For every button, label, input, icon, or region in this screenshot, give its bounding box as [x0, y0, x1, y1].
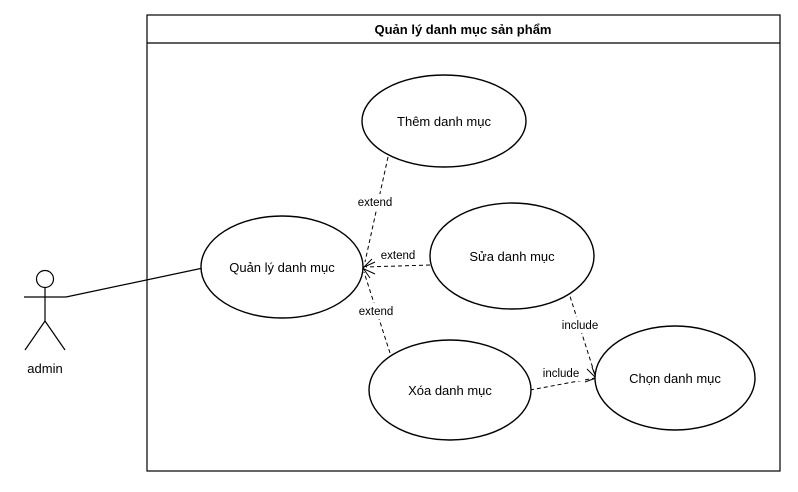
delete-extend-label: extend [359, 306, 394, 318]
actor-admin: admin [24, 269, 66, 376]
association-line [65, 267, 204, 298]
use-case-select-label: Chọn danh mục [629, 371, 721, 386]
use-case-add-label: Thêm danh mục [397, 114, 491, 129]
edit-include-label: include [562, 320, 598, 332]
use-case-main[interactable]: Quản lý danh mục [200, 215, 364, 319]
use-case-edit-label: Sửa danh mục [469, 249, 555, 264]
delete-include-label: include [543, 368, 579, 380]
add-extend-label: extend [358, 197, 393, 209]
relation-edit-extend: extend [365, 247, 431, 268]
use-case-delete[interactable]: Xóa danh mục [368, 339, 532, 441]
actor-label: admin [27, 361, 62, 376]
relation-edit-include: include [556, 289, 604, 379]
use-case-select[interactable]: Chọn danh mục [594, 325, 756, 431]
system-title: Quản lý danh mục sản phẩm [375, 22, 552, 37]
edit-extend-label: extend [381, 250, 416, 262]
relation-delete-include: include [529, 365, 596, 391]
use-case-edit[interactable]: Sửa danh mục [429, 202, 595, 310]
relation-delete-extend: extend [353, 271, 399, 354]
use-case-main-label: Quản lý danh mục [229, 260, 335, 275]
use-case-add[interactable]: Thêm danh mục [361, 74, 527, 168]
use-case-delete-label: Xóa danh mục [408, 383, 492, 398]
relation-add-extend: extend [352, 156, 398, 263]
